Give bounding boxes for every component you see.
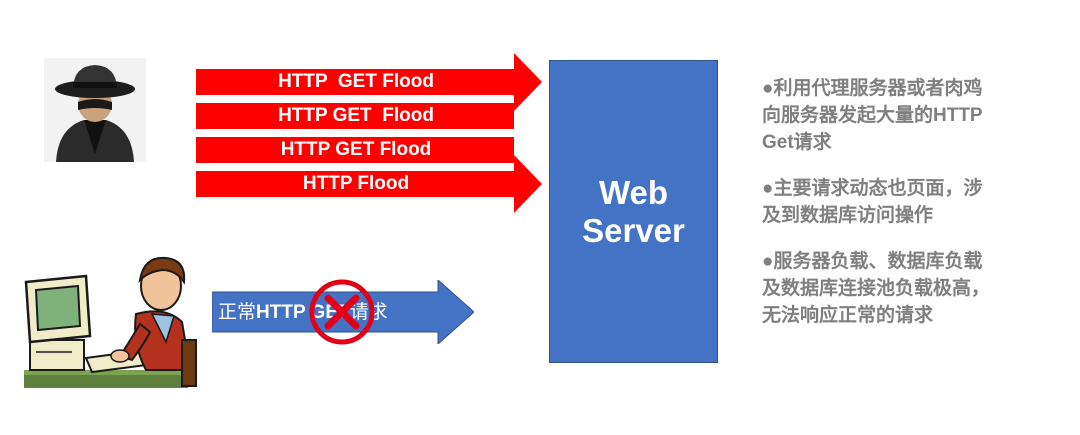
normal-request-label: 正常HTTP GET请求 [218,299,388,327]
attack-arrow-label: HTTP GET Flood [280,139,432,160]
hacker-figure-icon [44,58,146,162]
web-server-box: Web Server [549,60,718,363]
attack-arrow-1: HTTP GET Flood [196,53,542,111]
normal-request-suffix: 请求 [349,302,388,323]
attack-arrow-label: HTTP GET Flood [278,71,434,92]
attack-arrow-3: HTTP GET Flood [196,135,542,165]
normal-request-prefix: 正常 [218,302,257,323]
normal-request-protocol: HTTP GET [256,302,350,323]
description-item: ●服务器负载、数据库负载 及数据库连接池负载极高， 无法响应正常的请求 [762,251,991,326]
description-item: ●主要请求动态也页面，涉 及到数据库访问操作 [762,178,983,226]
attack-arrow-label: HTTP GET Flood [278,105,434,126]
description-item: ●利用代理服务器或者肉鸡 向服务器发起大量的HTTP Get请求 [762,78,983,153]
block-sign-icon [306,276,378,348]
web-server-label: Web Server [582,173,685,249]
attack-arrow-label: HTTP Flood [302,173,410,194]
user-at-computer-icon [16,252,202,402]
attack-arrow-4: HTTP Flood [196,155,542,213]
description-list: ●利用代理服务器或者肉鸡 向服务器发起大量的HTTP Get请求 ●主要请求动态… [762,75,1062,348]
attack-arrow-2: HTTP GET Flood [196,101,542,131]
